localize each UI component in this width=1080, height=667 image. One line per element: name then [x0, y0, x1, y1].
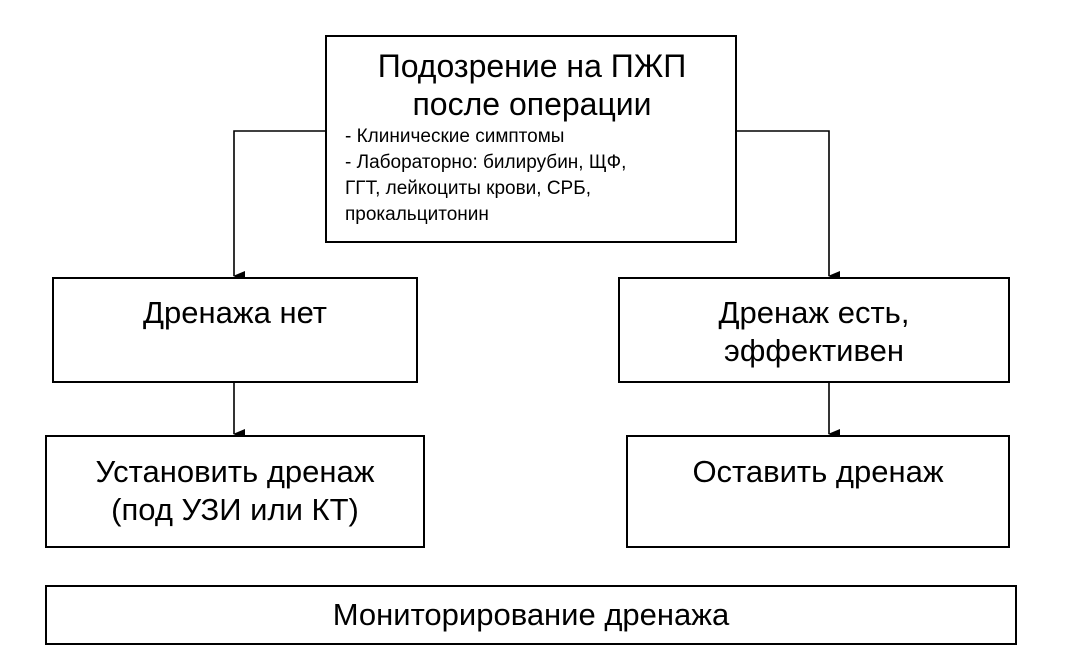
- install-drain-line2: (под УЗИ или КТ): [111, 492, 359, 527]
- suspicion-box: Подозрение на ПЖП после операции - Клини…: [325, 35, 737, 243]
- drain-effective-line2: эффективен: [724, 333, 904, 368]
- drain-effective-box: Дренаж есть, эффективен: [618, 277, 1010, 383]
- criteria-lab-line3: прокальцитонин: [345, 204, 489, 225]
- no-drain-label: Дренажа нет: [143, 295, 327, 330]
- criteria-lab-line1: - Лабораторно: билирубин, ЩФ,: [345, 152, 627, 173]
- install-drain-box: Установить дренаж (под УЗИ или КТ): [45, 435, 425, 548]
- leave-drain-box: Оставить дренаж: [626, 435, 1010, 548]
- no-drain-box: Дренажа нет: [52, 277, 418, 383]
- criteria-clinical: - Клинические симптомы: [345, 126, 565, 147]
- criteria-lab-line2: ГГТ, лейкоциты крови, СРБ,: [345, 178, 591, 199]
- connector-top-to-drain-yes: [737, 130, 840, 281]
- monitoring-label: Мониторирование дренажа: [332, 597, 730, 632]
- monitoring-box: Мониторирование дренажа: [45, 585, 1017, 645]
- suspicion-title-line2: после операции: [412, 86, 652, 122]
- leave-drain-label: Оставить дренаж: [692, 454, 944, 489]
- drain-effective-line1: Дренаж есть,: [718, 295, 910, 330]
- install-drain-line1: Установить дренаж: [95, 454, 375, 489]
- connector-top-to-no-drain: [233, 130, 325, 281]
- suspicion-criteria-list: - Клинические симптомы - Лабораторно: би…: [345, 124, 719, 228]
- suspicion-title-line1: Подозрение на ПЖП: [377, 48, 687, 84]
